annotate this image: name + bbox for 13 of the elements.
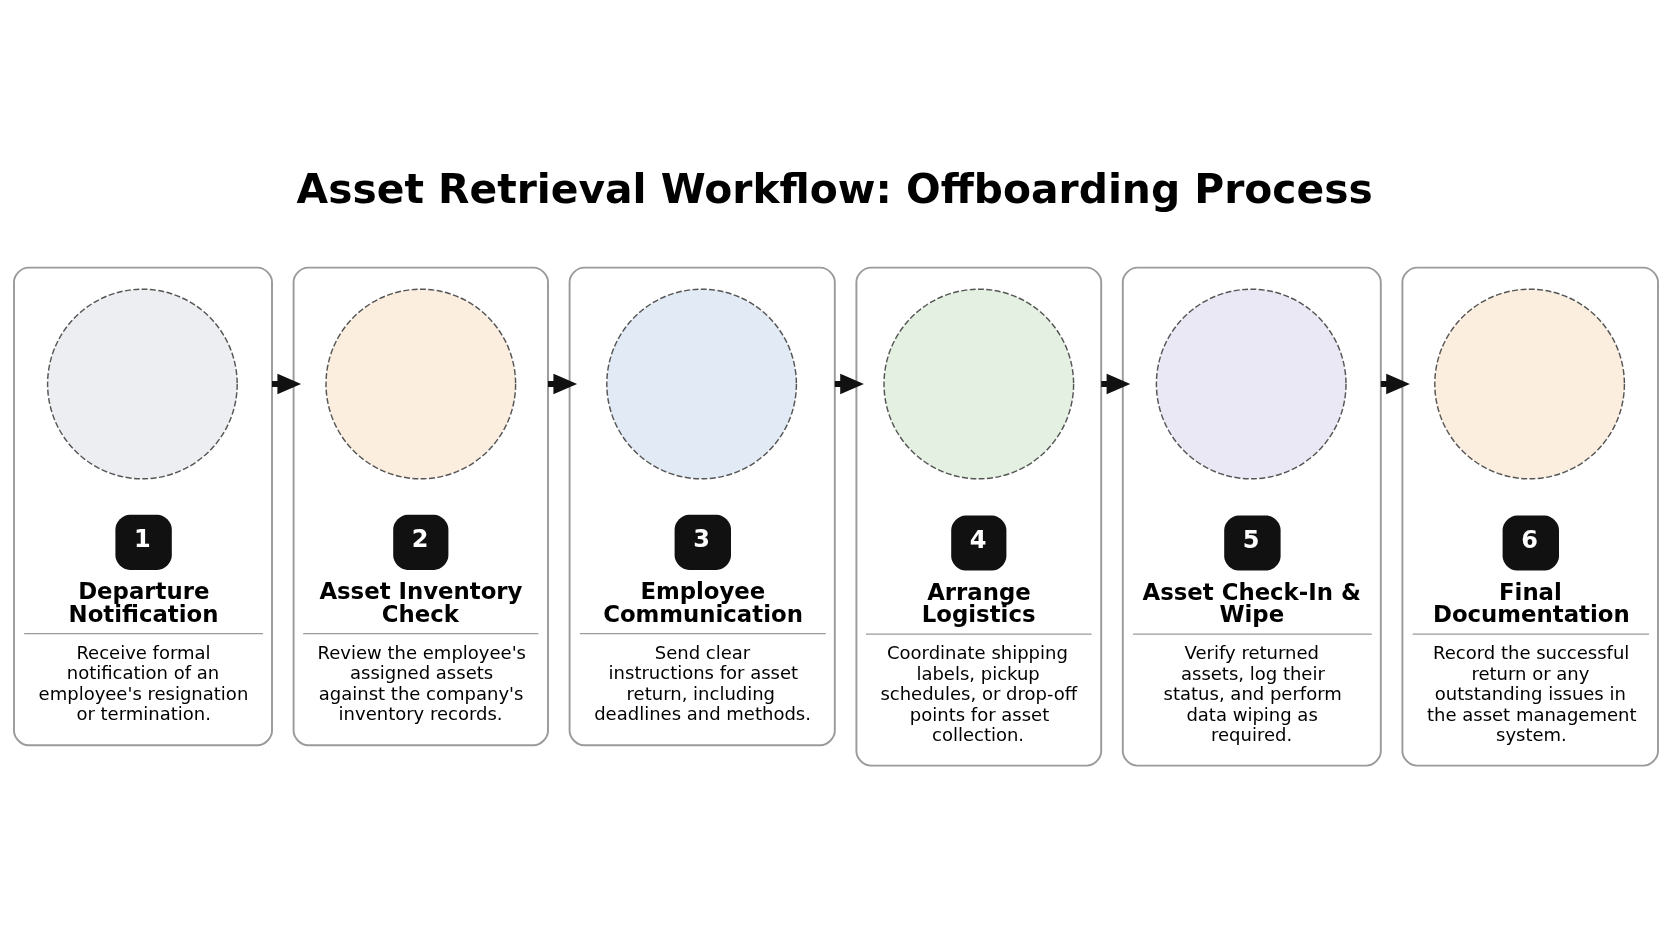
node-circle bbox=[46, 287, 238, 480]
node-circle bbox=[1155, 287, 1347, 480]
cluster: 3 Employee Communication Send clear instructions for asset return, including deadlines and methods. bbox=[568, 266, 836, 746]
cluster: 1 Departure Notification Receive formal notification of an employee's resignation or termination. bbox=[13, 266, 273, 746]
cluster: 6 Final Documentation Record the successful return or any outstanding issues in the asset management system. bbox=[1401, 266, 1659, 767]
diagram-title: Asset Retrieval Workflow: Offboarding Process bbox=[296, 164, 1373, 213]
node-circle bbox=[1434, 287, 1626, 480]
node-circle bbox=[325, 287, 517, 480]
cluster: 4 Arrange Logistics Coordinate shipping labels, pickup schedules, or drop-off points for asset collection. bbox=[855, 266, 1103, 767]
node-circle bbox=[606, 287, 798, 480]
node-circle bbox=[883, 287, 1075, 480]
cluster: 5 Asset Check-In & Wipe Verify returned assets, log their status, and perform data wiping as required. bbox=[1121, 266, 1382, 767]
cluster: 2 Asset Inventory Check Review the employee's assigned assets against the company's inventory records. bbox=[292, 266, 549, 746]
